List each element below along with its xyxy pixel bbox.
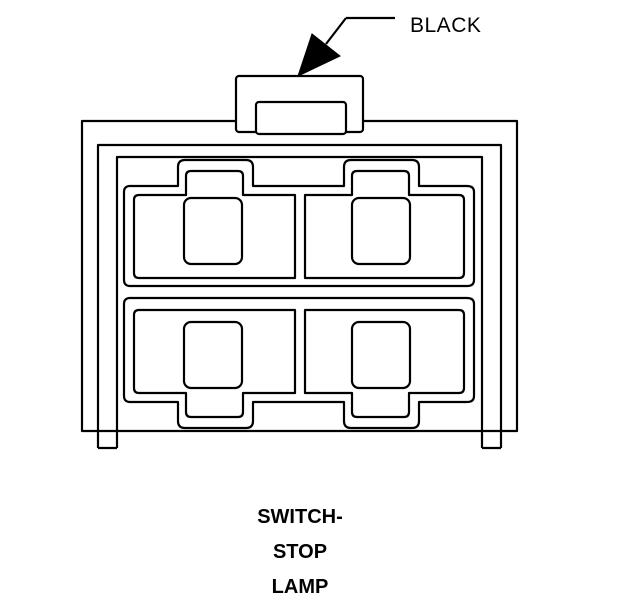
terminal-pin-3 — [182, 320, 244, 390]
title-line-1: SWITCH- — [257, 506, 343, 528]
connector-body — [80, 119, 519, 450]
lower-row-outline — [122, 296, 476, 430]
title-line-3: LAMP — [271, 576, 329, 598]
leader-arrowhead — [297, 33, 341, 77]
terminal-cavity-2 — [303, 169, 466, 280]
connector-outer-shell — [80, 119, 519, 433]
connector-color-label: BLACK — [410, 14, 482, 37]
locking-tab-inner — [254, 100, 348, 136]
title-line-2: STOP — [272, 541, 328, 563]
terminal-cavity-3 — [132, 308, 297, 419]
lower-terminal-row — [122, 296, 476, 430]
color-leader — [297, 16, 395, 77]
terminal-pin-2 — [350, 196, 412, 266]
upper-row-outline — [122, 158, 476, 288]
connector-inner-wall — [96, 143, 503, 448]
terminal-pin-1 — [182, 196, 244, 266]
connector-cavity-wall — [115, 155, 484, 448]
leader-diagonal — [325, 17, 347, 45]
terminal-pin-4 — [350, 320, 412, 390]
locking-tab — [234, 74, 365, 136]
terminal-cavity-4 — [303, 308, 466, 419]
upper-terminal-row — [122, 158, 476, 288]
terminal-cavity-1 — [132, 169, 297, 280]
connector-title: SWITCH- STOP LAMP — [200, 500, 400, 605]
